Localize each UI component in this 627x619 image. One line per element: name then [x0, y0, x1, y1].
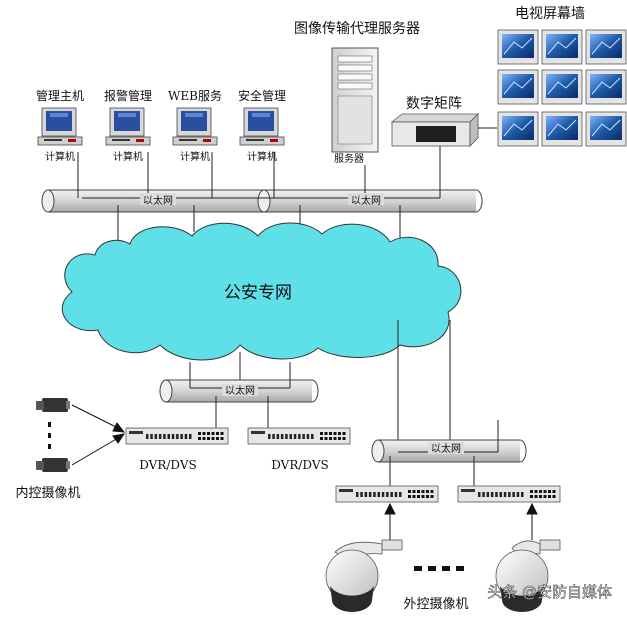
ethernet-label-bg [222, 384, 258, 396]
server-bay [337, 73, 373, 81]
dome-camera-icon [325, 539, 403, 612]
digital-matrix: 数字矩阵 [390, 96, 497, 147]
up-arrows [384, 502, 538, 540]
dots [48, 422, 51, 449]
tv-wall: 电视屏幕墙 [497, 6, 627, 147]
tv-monitor-icon [497, 111, 539, 147]
pipe-end [519, 439, 527, 463]
outer-camera-group: 外控摄像机 [325, 502, 561, 612]
workstation-title: WEB服务 [168, 88, 222, 103]
cloud-shape [61, 222, 462, 361]
cloud-label: 公安专网 [224, 283, 292, 303]
computer-icon [105, 107, 151, 146]
ethernet-label-bg [348, 193, 384, 205]
ethernet-label-bg [428, 442, 464, 454]
ethernet-label-middle: 以太网 [225, 384, 255, 397]
box-camera-icon [36, 458, 70, 472]
pipe-end [41, 189, 55, 213]
tv-monitor-icon [541, 29, 583, 65]
computer-icon [239, 107, 285, 146]
computer-icon [37, 107, 83, 146]
matrix-top [390, 113, 479, 123]
server-caption: 服务器 [334, 152, 364, 165]
dvr-label-right: DVR/DVS [271, 458, 328, 472]
tv-monitor-icon [497, 29, 539, 65]
computer-icon [172, 107, 218, 146]
inner-camera-group: 内控摄像机 [15, 398, 126, 501]
proxy-server: 图像传输代理服务器 服务器 [294, 21, 420, 165]
dvr-group [125, 427, 561, 503]
ethernet-middle: 以太网 [159, 362, 319, 428]
workstation-caption: 计算机 [45, 150, 75, 163]
pipe-end [475, 189, 483, 213]
tv-monitor-icon [497, 69, 539, 105]
server-bay [337, 55, 373, 63]
dvr-label-left: DVR/DVS [139, 458, 196, 472]
dvr-unit-icon [457, 485, 561, 503]
cloud-downlinks [239, 320, 451, 452]
server-grille [337, 95, 373, 145]
dvr-unit-icon [335, 485, 439, 503]
tv-monitor-icon [585, 29, 627, 65]
tv-wall-title: 电视屏幕墙 [515, 6, 585, 22]
server-title: 图像传输代理服务器 [294, 21, 420, 37]
tv-monitor-icon [585, 69, 627, 105]
matrix-panel [416, 126, 456, 142]
dots [414, 566, 464, 571]
ethernet-label-bg [140, 193, 176, 205]
police-network-cloud: 公安专网 [61, 222, 462, 361]
ethernet-label-top-left: 以太网 [143, 194, 173, 207]
workstation-title: 报警管理 [104, 88, 152, 103]
dvr-unit-icon [247, 427, 351, 445]
workstation-caption: 计算机 [113, 150, 143, 163]
ethernet-label-lower-right: 以太网 [431, 442, 461, 455]
tv-monitor-icon [541, 111, 583, 147]
ethernet-label-top-right: 以太网 [351, 194, 381, 207]
outer-camera-label: 外控摄像机 [403, 597, 468, 612]
dvr-unit-icon [125, 427, 229, 445]
pipe-end [371, 439, 385, 463]
dome-camera-icon [495, 539, 561, 612]
pipe-end [257, 189, 271, 213]
camera-to-dvr-arrows [71, 404, 126, 466]
workstation-caption: 计算机 [247, 150, 277, 163]
workstation-title: 安全管理 [238, 88, 286, 103]
tv-monitor-icon [585, 111, 627, 147]
box-camera-icon [36, 398, 70, 412]
tv-monitor-icon [541, 69, 583, 105]
server-bay [337, 64, 373, 72]
workstation-title: 管理主机 [36, 88, 84, 103]
matrix-title: 数字矩阵 [406, 96, 462, 112]
matrix-side [469, 113, 479, 147]
workstation-caption: 计算机 [180, 150, 210, 163]
server-bay [337, 82, 373, 90]
pipe-end [311, 379, 319, 403]
inner-camera-label: 内控摄像机 [15, 485, 80, 501]
watermark: 头条 @安防自媒体 [487, 583, 612, 601]
pipe-end [159, 379, 173, 403]
ethernet-lower-right: 以太网 [371, 420, 527, 486]
